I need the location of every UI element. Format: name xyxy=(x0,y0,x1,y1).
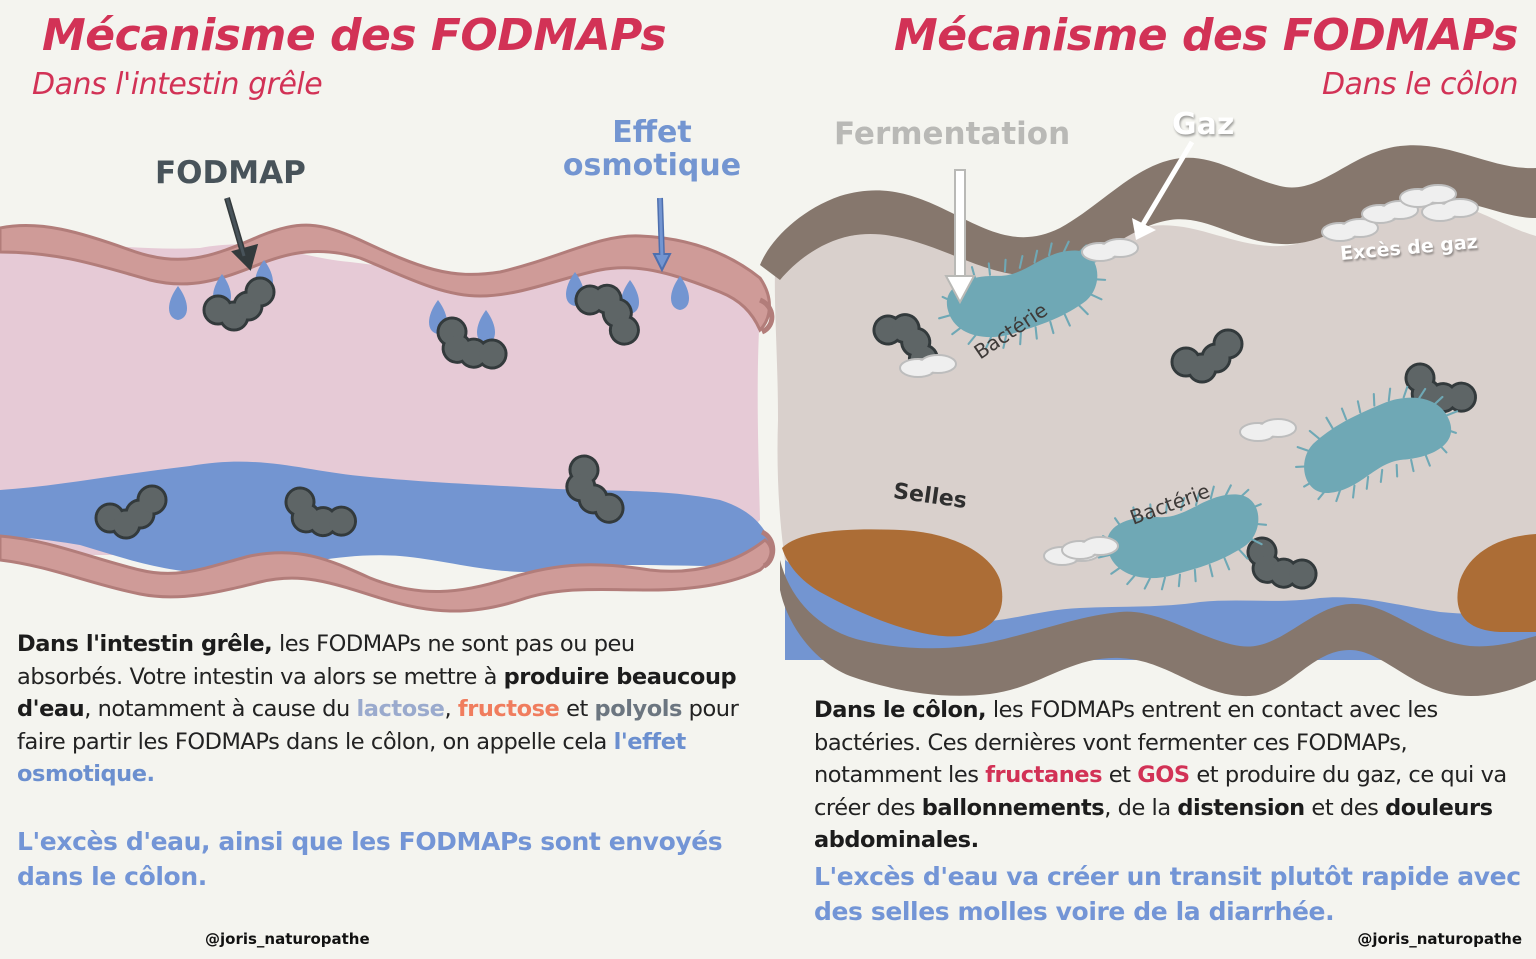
author-credit-right: @joris_naturopathe xyxy=(1357,930,1522,948)
osmotic-arrow xyxy=(652,197,672,273)
small-intestine-explanation: Dans l'intestin grêle, les FODMAPs ne so… xyxy=(17,628,747,791)
junction-lip-top xyxy=(758,297,775,335)
emphasis: ballonnements xyxy=(921,794,1105,821)
fructose-term: fructose xyxy=(457,696,560,722)
fermentation-label: Fermentation xyxy=(834,116,1071,152)
fructans-term: fructanes xyxy=(985,762,1103,788)
osmotic-effect-label: Effet osmotique xyxy=(556,116,748,182)
left-title: Mécanisme des FODMAPs xyxy=(42,10,667,61)
text: et produire du gaz, ce qui va créer des xyxy=(814,762,1507,821)
text: et xyxy=(1102,762,1138,788)
text: les FODMAPs ne sont pas ou peu absorbés.… xyxy=(17,631,635,690)
text: , de la xyxy=(1104,794,1178,821)
fodmap-arrow xyxy=(224,197,259,271)
colon-explanation: Dans le côlon, les FODMAPs entrent en co… xyxy=(814,694,1530,857)
small-intestine xyxy=(0,223,773,613)
text: , notamment à cause du xyxy=(84,696,357,722)
emphasis: douleurs abdominales. xyxy=(814,794,1493,854)
fodmap-label: FODMAP xyxy=(155,155,306,191)
emphasis: produire beaucoup d'eau xyxy=(17,663,737,723)
osmotic-effect-term: l'effet osmotique. xyxy=(17,728,686,788)
emphasis: distension xyxy=(1177,794,1305,821)
fermentation-arrow xyxy=(944,169,976,305)
polyols-term: polyols xyxy=(594,696,683,722)
text: et des xyxy=(1304,794,1386,821)
right-title: Mécanisme des FODMAPs xyxy=(893,10,1519,61)
lead: Dans le côlon, xyxy=(814,697,987,723)
author-credit-left: @joris_naturopathe xyxy=(205,930,370,948)
gas-label: Gaz xyxy=(1172,107,1235,142)
junction-lip-bottom xyxy=(760,529,776,569)
small-intestine-note: L'excès d'eau, ainsi que les FODMAPs son… xyxy=(17,827,723,891)
text: et xyxy=(559,696,595,722)
osmotic-effect-label-line2: osmotique xyxy=(562,148,742,183)
left-subtitle: Dans l'intestin grêle xyxy=(32,67,323,102)
lactose-term: lactose xyxy=(356,696,445,722)
text: pour faire partir les FODMAPs dans le cô… xyxy=(17,696,739,755)
colon-note: L'excès d'eau va créer un transit plutôt… xyxy=(814,862,1521,926)
gos-term: GOS xyxy=(1137,762,1190,788)
text: , xyxy=(444,696,458,722)
lead: Dans l'intestin grêle, xyxy=(17,631,273,657)
right-subtitle: Dans le côlon xyxy=(1321,67,1519,102)
gas-arrow xyxy=(1132,140,1195,240)
text: les FODMAPs entrent en contact avec les … xyxy=(814,697,1438,788)
osmotic-effect-label-line1: Effet xyxy=(612,115,692,150)
